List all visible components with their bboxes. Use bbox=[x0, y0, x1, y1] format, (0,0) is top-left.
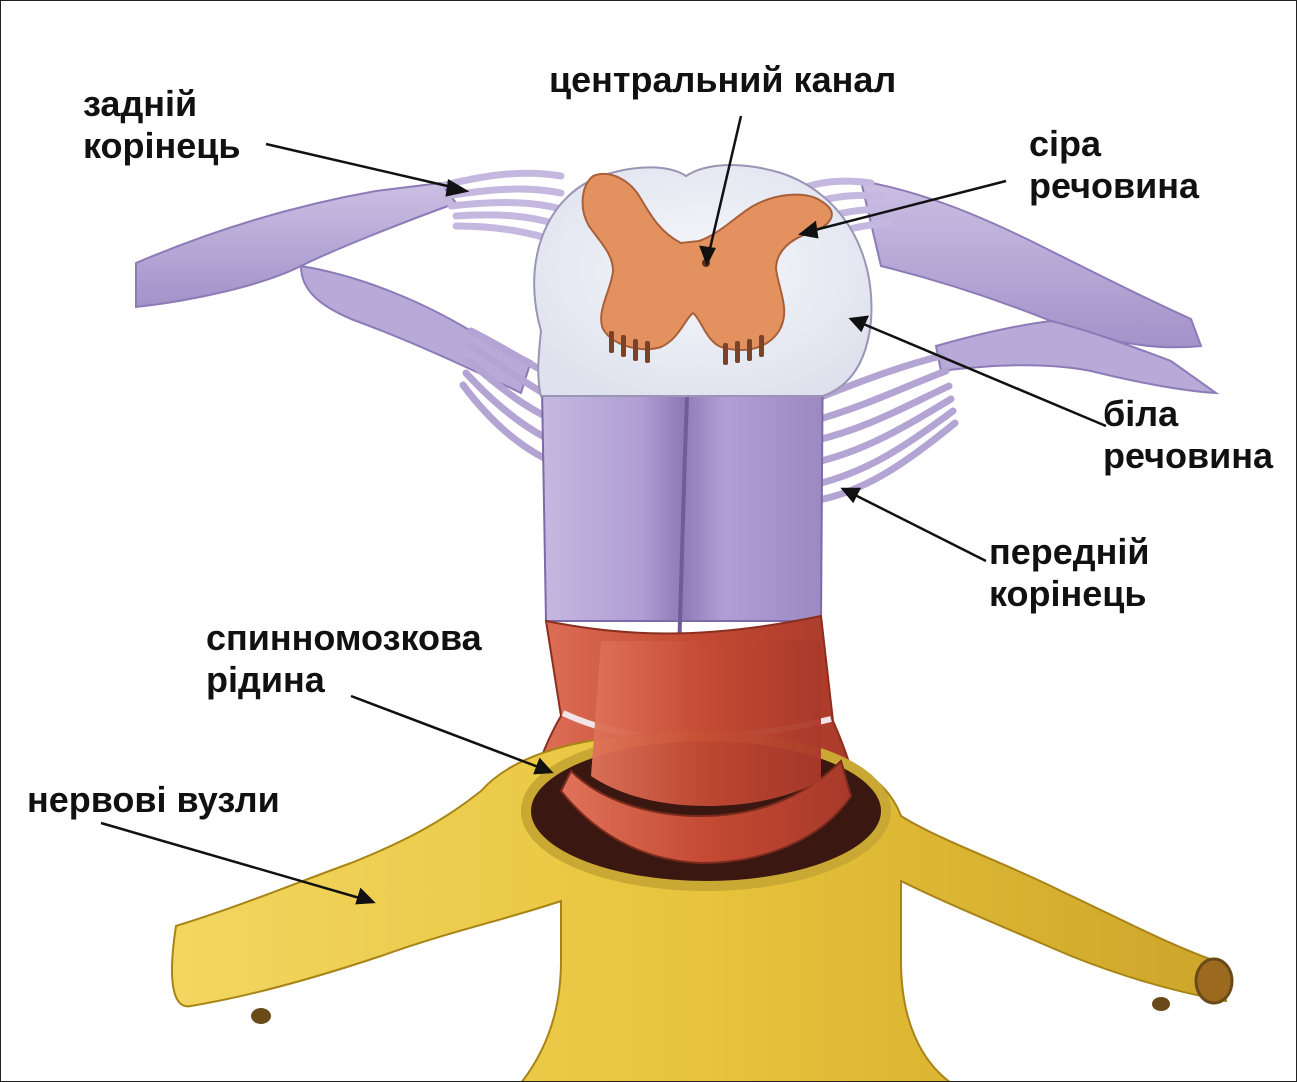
label-posterior-root: задній корінець bbox=[83, 83, 241, 167]
label-csf-line1: спинномозкова bbox=[206, 617, 482, 659]
label-white-matter: біла речовина bbox=[1103, 393, 1273, 477]
label-gray-matter-line2: речовина bbox=[1029, 165, 1199, 207]
label-csf-line2: рідина bbox=[206, 659, 482, 701]
dura-and-ganglia bbox=[172, 641, 1232, 1082]
label-central-canal-text: центральний канал bbox=[549, 59, 896, 101]
leader-ganglia bbox=[101, 823, 363, 899]
label-ganglia: нервові вузли bbox=[27, 779, 280, 821]
label-anterior-root-line1: передній bbox=[989, 531, 1150, 573]
left-spinal-nerve bbox=[136, 173, 586, 473]
label-gray-matter-line1: сіра bbox=[1029, 123, 1199, 165]
leader-csf bbox=[351, 696, 541, 768]
right-nerve-stump bbox=[1196, 959, 1232, 1003]
label-ganglia-text: нервові вузли bbox=[27, 779, 280, 821]
left-nerve-stump bbox=[251, 1008, 271, 1024]
label-anterior-root: передній корінець bbox=[989, 531, 1150, 615]
label-white-matter-line1: біла bbox=[1103, 393, 1273, 435]
label-csf: спинномозкова рідина bbox=[206, 617, 482, 701]
leader-anterior-root bbox=[853, 494, 986, 561]
label-posterior-root-line1: задній bbox=[83, 83, 241, 125]
label-central-canal: центральний канал bbox=[549, 59, 896, 101]
label-posterior-root-line2: корінець bbox=[83, 125, 241, 167]
label-white-matter-line2: речовина bbox=[1103, 435, 1273, 477]
label-gray-matter: сіра речовина bbox=[1029, 123, 1199, 207]
label-anterior-root-line2: корінець bbox=[989, 573, 1150, 615]
leader-posterior-root bbox=[266, 144, 456, 188]
cord-cross-section bbox=[534, 165, 871, 396]
